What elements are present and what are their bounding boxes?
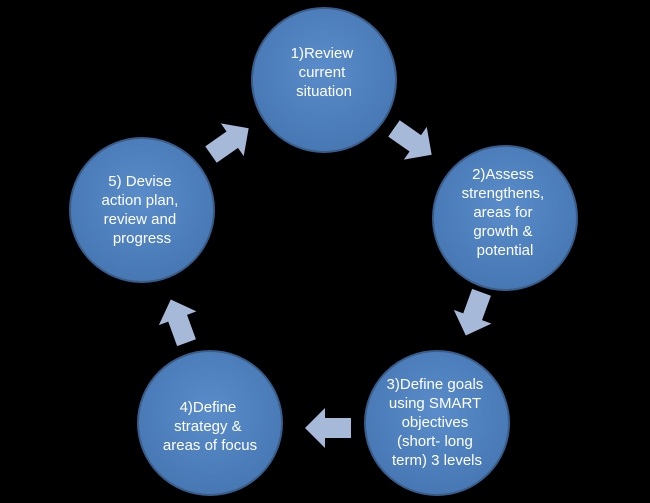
- step-label-line: strategy &: [174, 418, 242, 435]
- svg-text:5) Devise action plan,: 5) Devise action plan, review and progre…: [102, 173, 183, 247]
- step-circle: [137, 350, 283, 496]
- step-label-line: 5) Devise: [108, 173, 171, 190]
- step-label-line: progress: [113, 230, 171, 247]
- step-label-line: 4)Define: [180, 399, 237, 416]
- step-label-line: potential: [477, 242, 534, 259]
- step-label-line: objectives: [402, 414, 469, 431]
- step-node: 1)Review current situation: [251, 7, 397, 153]
- step-label-line: current: [299, 64, 347, 81]
- step-label-line: 1)Review: [291, 45, 354, 62]
- step-circle: [251, 7, 397, 153]
- arrow-icon: [158, 299, 197, 347]
- svg-text:3)Define goals using S: 3)Define goals using SMART objectives (s…: [387, 376, 488, 469]
- step-node: 3)Define goals using SMART objectives (s…: [364, 350, 510, 496]
- step-label-line: strengthens,: [462, 185, 545, 202]
- step-node: 2)Assess strengthens, areas for growth &…: [432, 145, 578, 291]
- arrow-icon: [388, 120, 432, 160]
- step-node: 4)Define strategy & areas of focus: [137, 350, 283, 496]
- step-label-line: growth &: [473, 223, 532, 240]
- step-circle: [432, 145, 578, 291]
- arrow-layer: [158, 120, 492, 448]
- step-label-line: review and: [104, 211, 177, 228]
- arrow-icon: [453, 288, 492, 336]
- step-label-line: term) 3 levels: [392, 452, 482, 469]
- step-label-line: situation: [296, 83, 352, 100]
- step-label-line: 2)Assess: [472, 166, 534, 183]
- arrow-icon: [205, 123, 249, 163]
- svg-text:1)Review current: 1)Review current situation: [291, 45, 358, 100]
- svg-text:4)Define strategy &: 4)Define strategy & areas of focus: [163, 399, 257, 454]
- step-label-line: areas for: [473, 204, 532, 221]
- step-label-line: using SMART: [389, 395, 481, 412]
- step-circle: [69, 137, 215, 283]
- arrow-icon: [305, 408, 351, 448]
- svg-text:2)Assess strengthens,: 2)Assess strengthens, areas for growth &…: [462, 166, 549, 259]
- step-node: 5) Devise action plan, review and progre…: [69, 137, 215, 283]
- step-label-line: (short- long: [397, 433, 473, 450]
- step-label-line: areas of focus: [163, 437, 257, 454]
- step-label-line: 3)Define goals: [387, 376, 484, 393]
- step-label-line: action plan,: [102, 192, 179, 209]
- step-circle: [364, 350, 510, 496]
